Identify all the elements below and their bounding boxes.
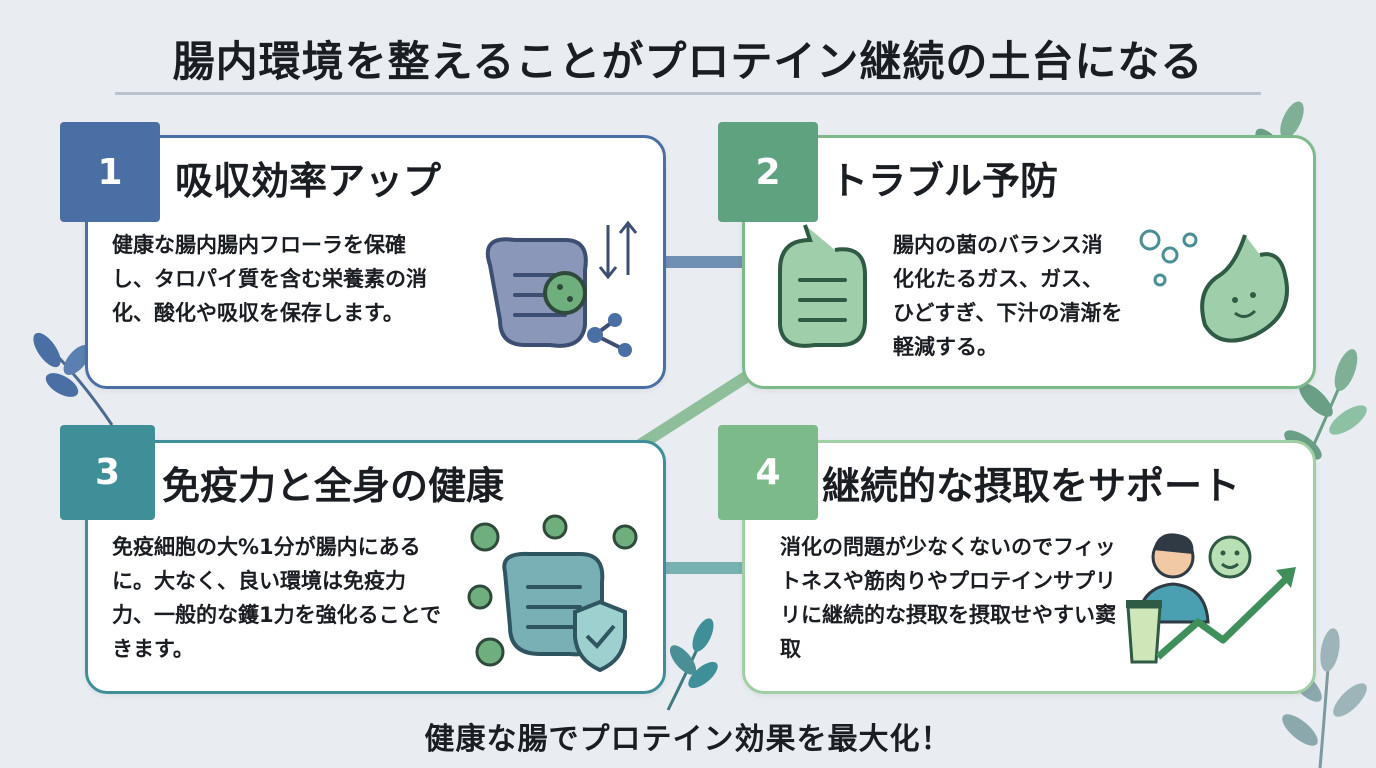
- card-title: 継続的な摂取をサポート: [822, 464, 1241, 508]
- card-number-badge: 2: [718, 122, 818, 222]
- virus-icon: [467, 514, 638, 667]
- fitness-protein-illustration: [1126, 533, 1296, 664]
- card-title: 免疫力と全身の健康: [162, 464, 505, 508]
- card-description: 免疫細胞の大%1分が腸内にあるに。大なく、良い環境は免疫力力、一般的な鑊1力を強…: [112, 535, 441, 661]
- leaf-sprig-icon: [33, 332, 114, 426]
- card-number-badge: 3: [60, 425, 155, 520]
- card-description: 健康な腸内腸内フローラを保確し、タロパイ質を含む栄養素の消化、酸化や吸収を保存し…: [112, 233, 427, 325]
- card-description: 腸内の菌のバランス消化化たるガス、ガス、ひどすぎ、下汁の清渐を軽減する。: [893, 233, 1123, 359]
- page-title: 腸内環境を整えることがプロテイン継続の土台になる: [172, 37, 1204, 86]
- growth-arrow-icon: [1155, 567, 1296, 660]
- happy-stomach-icon: [1200, 234, 1289, 343]
- bacteria-magnifier-icon: [543, 271, 587, 315]
- card-continuation-support: [742, 440, 1316, 694]
- immune-intestine-illustration: [467, 514, 638, 672]
- protein-shake-icon: [1126, 600, 1162, 664]
- card-number-badge: 1: [60, 122, 160, 222]
- card-title: 吸収効率アップ: [175, 159, 442, 203]
- shield-check-icon: [573, 599, 627, 672]
- card-description: 消化の問題が少なくないのでフィットネスや筋肉りやプロテインサプリリに継続的な摂取…: [780, 535, 1116, 661]
- intestine-absorption-illustration: [485, 220, 638, 357]
- absorption-arrows-icon: [598, 220, 638, 280]
- smiley-icon: [1208, 535, 1252, 579]
- intestine-icon: [778, 224, 867, 348]
- molecule-icon: [587, 313, 632, 357]
- bubbles-icon: [1139, 229, 1198, 287]
- card-title: トラブル予防: [830, 159, 1059, 203]
- leaf-sprig-icon: [666, 618, 718, 711]
- happy-stomach-illustration: [1139, 229, 1289, 343]
- card-number-badge: 4: [718, 425, 818, 520]
- footer-tagline: 健康な腸でプロテイン効果を最大化！: [424, 722, 952, 757]
- title-divider: [115, 92, 1261, 95]
